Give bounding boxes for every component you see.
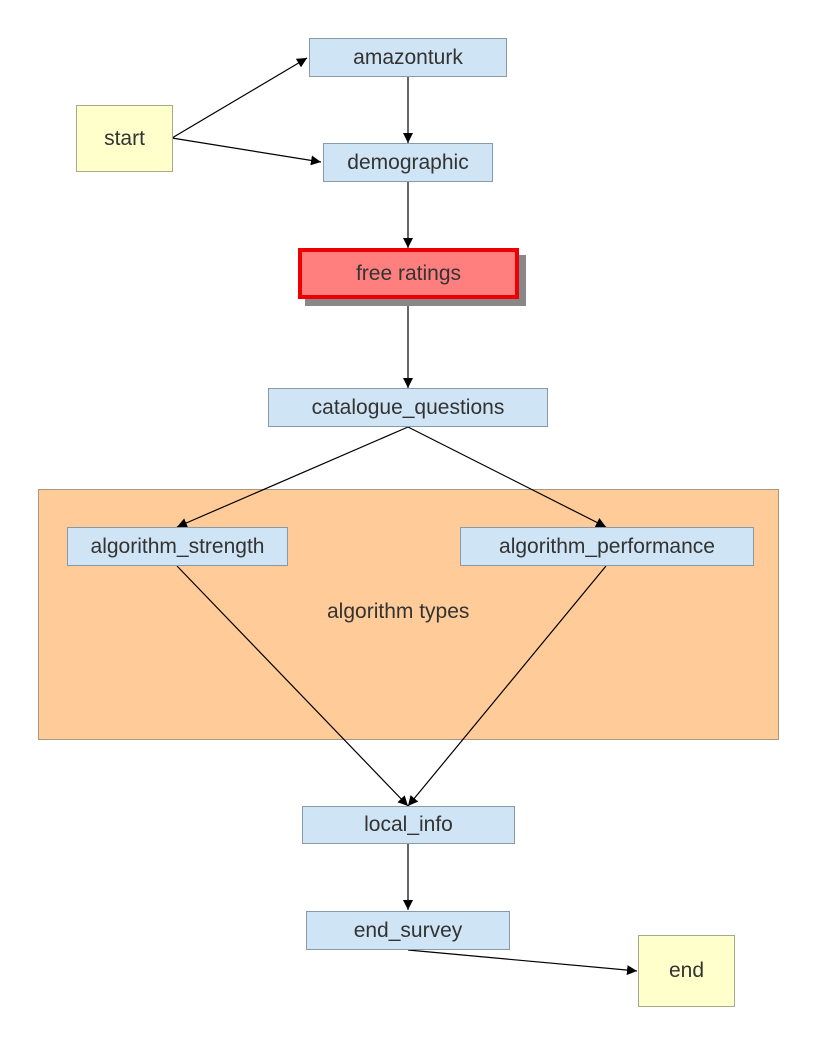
node-end-survey: end_survey — [306, 911, 510, 950]
edge-algorithm-strength-local-info — [176, 565, 409, 807]
node-algorithm-performance: algorithm_performance — [460, 527, 754, 566]
node-local-info: local_info — [302, 806, 515, 844]
node-start: start — [76, 105, 173, 172]
node-free-ratings: free ratings — [298, 248, 519, 299]
edge-catalogue-questions-algorithm-performance — [407, 426, 607, 528]
group-label-algorithm-types: algorithm types — [327, 600, 470, 623]
edge-start-amazonturk — [171, 57, 308, 139]
edge-catalogue-questions-algorithm-strength — [176, 426, 409, 528]
node-amazonturk: amazonturk — [309, 38, 507, 77]
edge-end-survey-end — [407, 949, 638, 976]
edge-start-demographic — [171, 137, 322, 166]
edge-algorithm-performance-local-info — [407, 565, 607, 807]
node-catalogue-questions: catalogue_questions — [268, 388, 548, 427]
node-demographic: demographic — [323, 143, 493, 182]
node-algorithm-strength: algorithm_strength — [67, 527, 288, 566]
node-end: end — [638, 935, 735, 1007]
